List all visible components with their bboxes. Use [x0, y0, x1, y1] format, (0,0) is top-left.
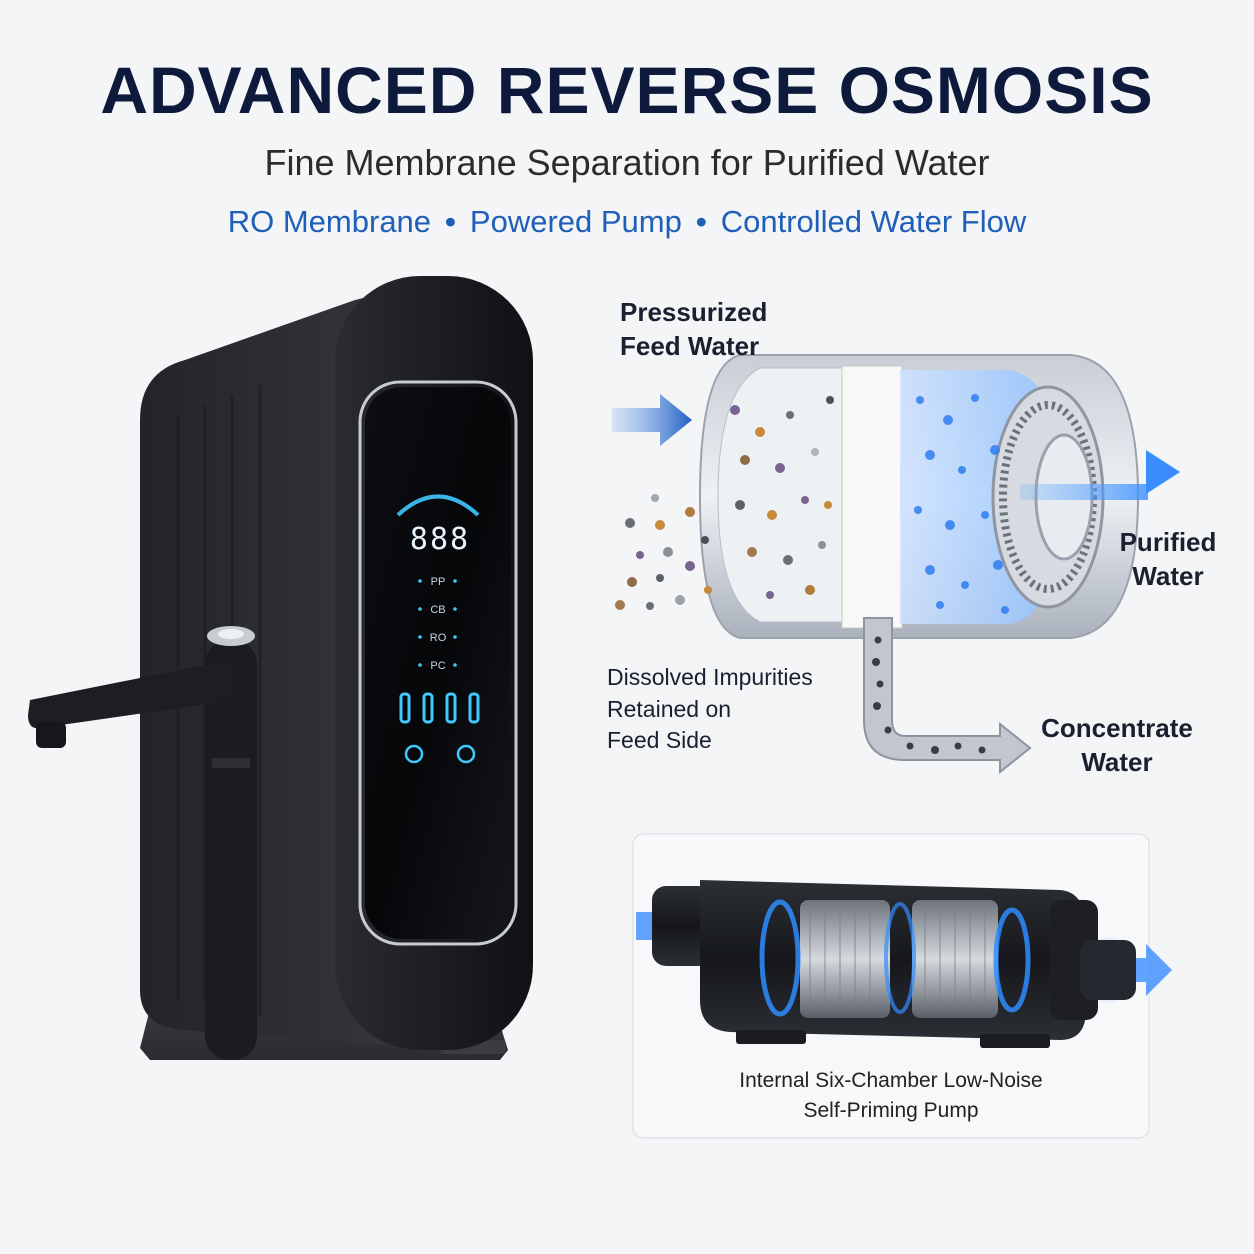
faucet-collar [212, 758, 250, 768]
pump-chamber-lines [809, 910, 986, 1010]
pump-inlet-cap [652, 886, 712, 966]
filter-label-pc: PC [430, 660, 445, 672]
faucet-icon [28, 626, 257, 1060]
pump-foot-left [736, 1030, 806, 1044]
impurity-particles [615, 396, 834, 610]
pump-chamber-1 [800, 900, 890, 1018]
filter-bar-pp [399, 692, 411, 724]
feature-separator: • [445, 204, 456, 239]
pump-caption-line1: Internal Six-Chamber Low-Noise [739, 1069, 1043, 1092]
pump-glow-ring-mid [884, 902, 916, 1014]
filter-label-ro: RO [430, 632, 447, 644]
filter-label-pp: PP [431, 576, 446, 588]
purified-water-label-line2: Water [1132, 560, 1204, 591]
concentrate-particles [872, 636, 986, 754]
concentrate-pipe [863, 617, 1032, 775]
pump-outlet-nozzle [1080, 940, 1136, 1000]
concentrate-water-label-line1: Concentrate [1041, 713, 1193, 743]
faucet-spout [28, 660, 235, 729]
feed-arrow-icon [612, 394, 692, 446]
ro-purifier-device: 888 PP CB RO PC [28, 276, 533, 1060]
pump-caption: Internal Six-Chamber Low-Noise Self-Prim… [633, 1066, 1149, 1127]
mode-button-icon[interactable] [456, 744, 476, 764]
impurities-label-line3: Feed Side [607, 727, 712, 754]
feed-chamber [717, 367, 851, 623]
pump-foot-right [980, 1034, 1050, 1048]
filter-bar-pc [468, 692, 480, 724]
feature-controlled-flow: Controlled Water Flow [720, 204, 1027, 239]
display-digits: 888 [410, 522, 470, 557]
pump-illustration [632, 833, 1172, 1139]
filter-indicators: PP CB RO PC [418, 576, 457, 672]
feed-water-label-line1: Pressurized [620, 297, 768, 327]
filter-label-cb: CB [430, 604, 445, 616]
purified-arrow-icon [1020, 452, 1180, 500]
faucet-column [205, 640, 257, 1060]
page-title: ADVANCED REVERSE OSMOSIS [100, 53, 1154, 127]
filter-bar-cb [422, 692, 434, 724]
feature-separator: • [695, 204, 707, 239]
power-button-icon[interactable] [404, 744, 424, 764]
purified-water-label: Purified Water [1112, 526, 1224, 594]
purified-droplets [914, 394, 1009, 614]
pump-glow-ring-left [759, 899, 801, 1017]
faucet-nozzle [36, 722, 66, 748]
pump-caption-line2: Self-Priming Pump [803, 1099, 979, 1123]
concentrate-water-label: Concentrate Water [1032, 712, 1202, 780]
purified-water-label-line1: Purified [1119, 527, 1217, 557]
page-subtitle: Fine Membrane Separation for Purified Wa… [264, 142, 990, 183]
filter-bar-ro [445, 692, 457, 724]
impurities-label-line2: Retained on [607, 695, 732, 722]
display-glow-arc [396, 494, 480, 517]
feature-ro-membrane: RO Membrane [227, 204, 432, 239]
filter-level-bars [399, 692, 480, 724]
concentrate-water-label-line2: Water [1081, 746, 1153, 777]
feed-water-label: Pressurized Feed Water [620, 296, 767, 364]
faucet-knob-top-center [218, 629, 244, 639]
display-frame [358, 380, 518, 946]
purified-arrow-head [1146, 450, 1180, 494]
impurities-label: Dissolved Impurities Retained on Feed Si… [607, 662, 813, 757]
impurities-label-line1: Dissolved Impurities [607, 664, 813, 690]
membrane-diagram [612, 354, 1180, 775]
display-panel [365, 387, 511, 939]
feed-water-label-line2: Feed Water [620, 330, 760, 361]
membrane-roll [841, 365, 903, 629]
feature-list: RO Membrane • Powered Pump • Controlled Wate… [0, 204, 1254, 240]
pump-glow-ring-right [993, 907, 1031, 1013]
pump-outlet-arrow-icon [1110, 944, 1172, 996]
feature-powered-pump: Powered Pump [469, 204, 682, 239]
